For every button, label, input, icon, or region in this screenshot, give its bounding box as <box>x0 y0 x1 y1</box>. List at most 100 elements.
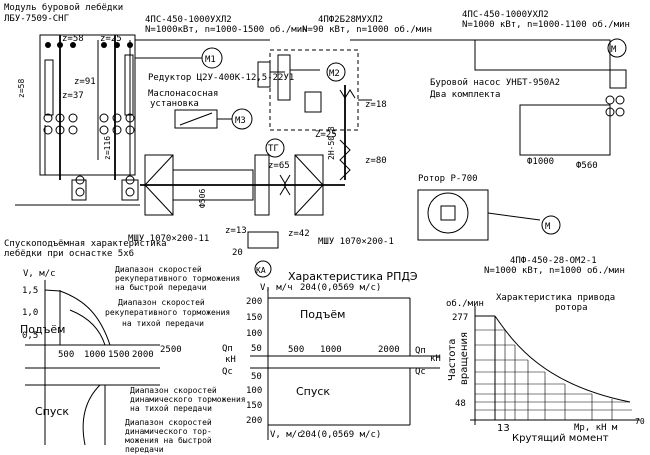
rpde-chart <box>250 287 440 440</box>
rotor-motor-icon <box>541 215 561 235</box>
z80-label: z=80 <box>365 156 387 166</box>
note1-line1: Диапазон скоростей <box>115 265 202 274</box>
pump-motor-label: M <box>611 45 617 55</box>
phi506-label: Ф506 <box>198 189 207 208</box>
rotor-motor-label: M <box>545 222 551 232</box>
phi1000-label: Ф1000 <box>527 157 554 167</box>
z116-label: z=116 <box>103 136 112 160</box>
note4-line4: передачи <box>125 445 164 454</box>
lift-ytick-2: 1,0 <box>22 308 38 318</box>
motor-m2-icon <box>326 62 346 82</box>
note3-line2: динамического торможения <box>130 395 246 404</box>
rotor-table <box>417 189 489 241</box>
tachogenerator-icon <box>265 138 285 158</box>
lift-curve-slow <box>69 309 106 346</box>
lift-note-1: Диапазон скоростей рекуперативного тормо… <box>115 265 240 292</box>
rpde-title: Характеристика РПДЭ <box>288 270 418 283</box>
z58-label-b: z=58 <box>17 79 26 98</box>
rotor-ylabel-line2: вращения <box>459 332 470 385</box>
motor-m1-label: M1 <box>205 55 216 65</box>
note1-line2: рекуперативного торможения <box>115 274 240 283</box>
lift-down-label: Спуск <box>35 405 69 418</box>
z37-label: z=37 <box>62 91 84 101</box>
tachogenerator-label: ТГ <box>268 144 279 154</box>
lift-curve-fast <box>44 289 111 346</box>
lift-note-2: Диапазон скоростей рекуперативного тормо… <box>105 298 230 328</box>
motor3-spec-line2: N=1000 кВт, n=1000-1100 об./мин <box>462 19 630 30</box>
rpde-up-label: Подъём <box>300 308 345 321</box>
motor4-spec-line2: N=1000 кВт, n=1000 об./мин <box>484 265 625 276</box>
rpde-ytick-top-100: 100 <box>246 329 262 339</box>
rpde-ytick-bottom-200: 200 <box>246 416 262 426</box>
lift-xtick-1000: 1000 <box>84 350 106 360</box>
rotor-chart-title-line1: Характеристика привода <box>496 293 615 303</box>
lower-curve <box>82 384 101 446</box>
z20-label: 20 <box>232 248 243 258</box>
msh1-label: МШУ 1070×200-11 <box>128 234 209 244</box>
rotor-chart-title-line2: ротора <box>555 303 588 313</box>
lift-xtick-2000: 2000 <box>132 350 154 360</box>
note2-line2: рекуперативного торможения <box>105 308 230 317</box>
pump-drive-motor <box>474 39 611 71</box>
pump-motor-icon <box>607 38 627 58</box>
mud-pump-body <box>519 104 611 156</box>
rpde-ytick-bottom-100: 100 <box>246 386 262 396</box>
rotor-drive-chart <box>470 306 640 425</box>
main-drum-shaft <box>140 138 345 216</box>
note4-line2: динамического тор- <box>125 427 212 436</box>
lift-ytick-3: 0,5 <box>22 331 38 341</box>
oil-pump-label-line2: установка <box>150 99 199 109</box>
z42-label: z=42 <box>288 229 310 239</box>
note4-line3: можения на быстрой <box>125 435 212 445</box>
rpde-ytick-top-200: 200 <box>246 297 262 307</box>
lift-note-4: Диапазон скоростей динамического тор- мо… <box>125 418 212 454</box>
lift-char-title-line2: лебёдки при оснастке 5х6 <box>4 248 134 259</box>
motor3-spec-line1: 4ПС-450-1000УХЛ2 <box>462 10 549 20</box>
z65-label: z=65 <box>268 161 290 171</box>
note3-line3: на тихой передачи <box>130 404 212 413</box>
brake-ka-label: КА <box>256 266 266 275</box>
rpde-ytick-top-150: 150 <box>246 313 262 323</box>
phi560-label: Ф560 <box>576 161 598 171</box>
z91-label: z=91 <box>74 77 96 87</box>
hatch-label-1: 2Н-50,8 <box>327 126 336 160</box>
rpde-ytick-bottom-150: 150 <box>246 401 262 411</box>
z18-label: z=18 <box>365 100 387 110</box>
motor4-spec-line1: 4ПФ-450-28-ОМ2-1 <box>510 256 597 266</box>
lift-char-title-line1: Спускоподъёмная характеристика <box>4 239 167 249</box>
lift-xlabel-qp: Qп <box>222 344 233 354</box>
rotor-power-curve <box>494 315 631 403</box>
motor1-spec-line1: 4ПС-450-1000УХЛ2 <box>145 15 232 25</box>
motor1-spec-line2: N=1000кВт, n=1000-1500 об./мин <box>145 24 308 35</box>
rotor-xlabel-unit: Мр, кН м <box>574 423 618 433</box>
motor-m3-icon <box>231 108 253 130</box>
module-title-line2: ЛБУ-7509-СНГ <box>4 14 69 24</box>
rpde-xlabel-qp: Qп <box>415 346 426 356</box>
rotor-xlabel: Крутящий момент <box>512 433 609 444</box>
z58-label-a: z=58 <box>62 34 84 44</box>
rpde-xlabel-unit: кН <box>430 354 441 364</box>
lift-xtick-500: 500 <box>58 350 74 360</box>
z25-label-a: z=25 <box>100 34 122 44</box>
rpde-ytick-bottom-50: 50 <box>251 372 262 382</box>
lift-ytick-1: 1,5 <box>22 286 38 296</box>
reducer-label: Редуктор Ц2У-400К-12,5-22У1 <box>148 73 294 83</box>
rpde-down-label: Спуск <box>296 385 330 398</box>
note3-line1: Диапазон скоростей <box>130 386 217 395</box>
oil-pump-label-line1: Маслонасосная <box>148 89 218 99</box>
rpde-value-top: 204(0,0569 м/с) <box>300 283 381 293</box>
rotor-xtick-13: 13 <box>497 423 510 434</box>
rotor-ytick-277: 277 <box>452 313 468 323</box>
rpde-ylabel-top: V, м/ч <box>260 283 293 293</box>
winch-gearbox <box>15 34 140 206</box>
rotor-ylabel-unit: об./мин <box>446 298 484 309</box>
lift-chart-ylabel: V, м/с <box>23 269 56 279</box>
lift-note-3: Диапазон скоростей динамического торможе… <box>130 386 246 413</box>
note2-line3: на тихой передачи <box>122 319 204 328</box>
rotor-label: Ротор Р-700 <box>418 174 478 184</box>
lift-xtick-2500: 2500 <box>160 345 182 355</box>
pump-label: Буровой насос УНБТ-950А2 <box>430 78 560 88</box>
note1-line3: на быстрой передачи <box>115 282 207 292</box>
module-title-line1: Модуль буровой лебёдки <box>4 2 123 13</box>
rotor-ylabel-line1: Частота <box>447 339 458 381</box>
